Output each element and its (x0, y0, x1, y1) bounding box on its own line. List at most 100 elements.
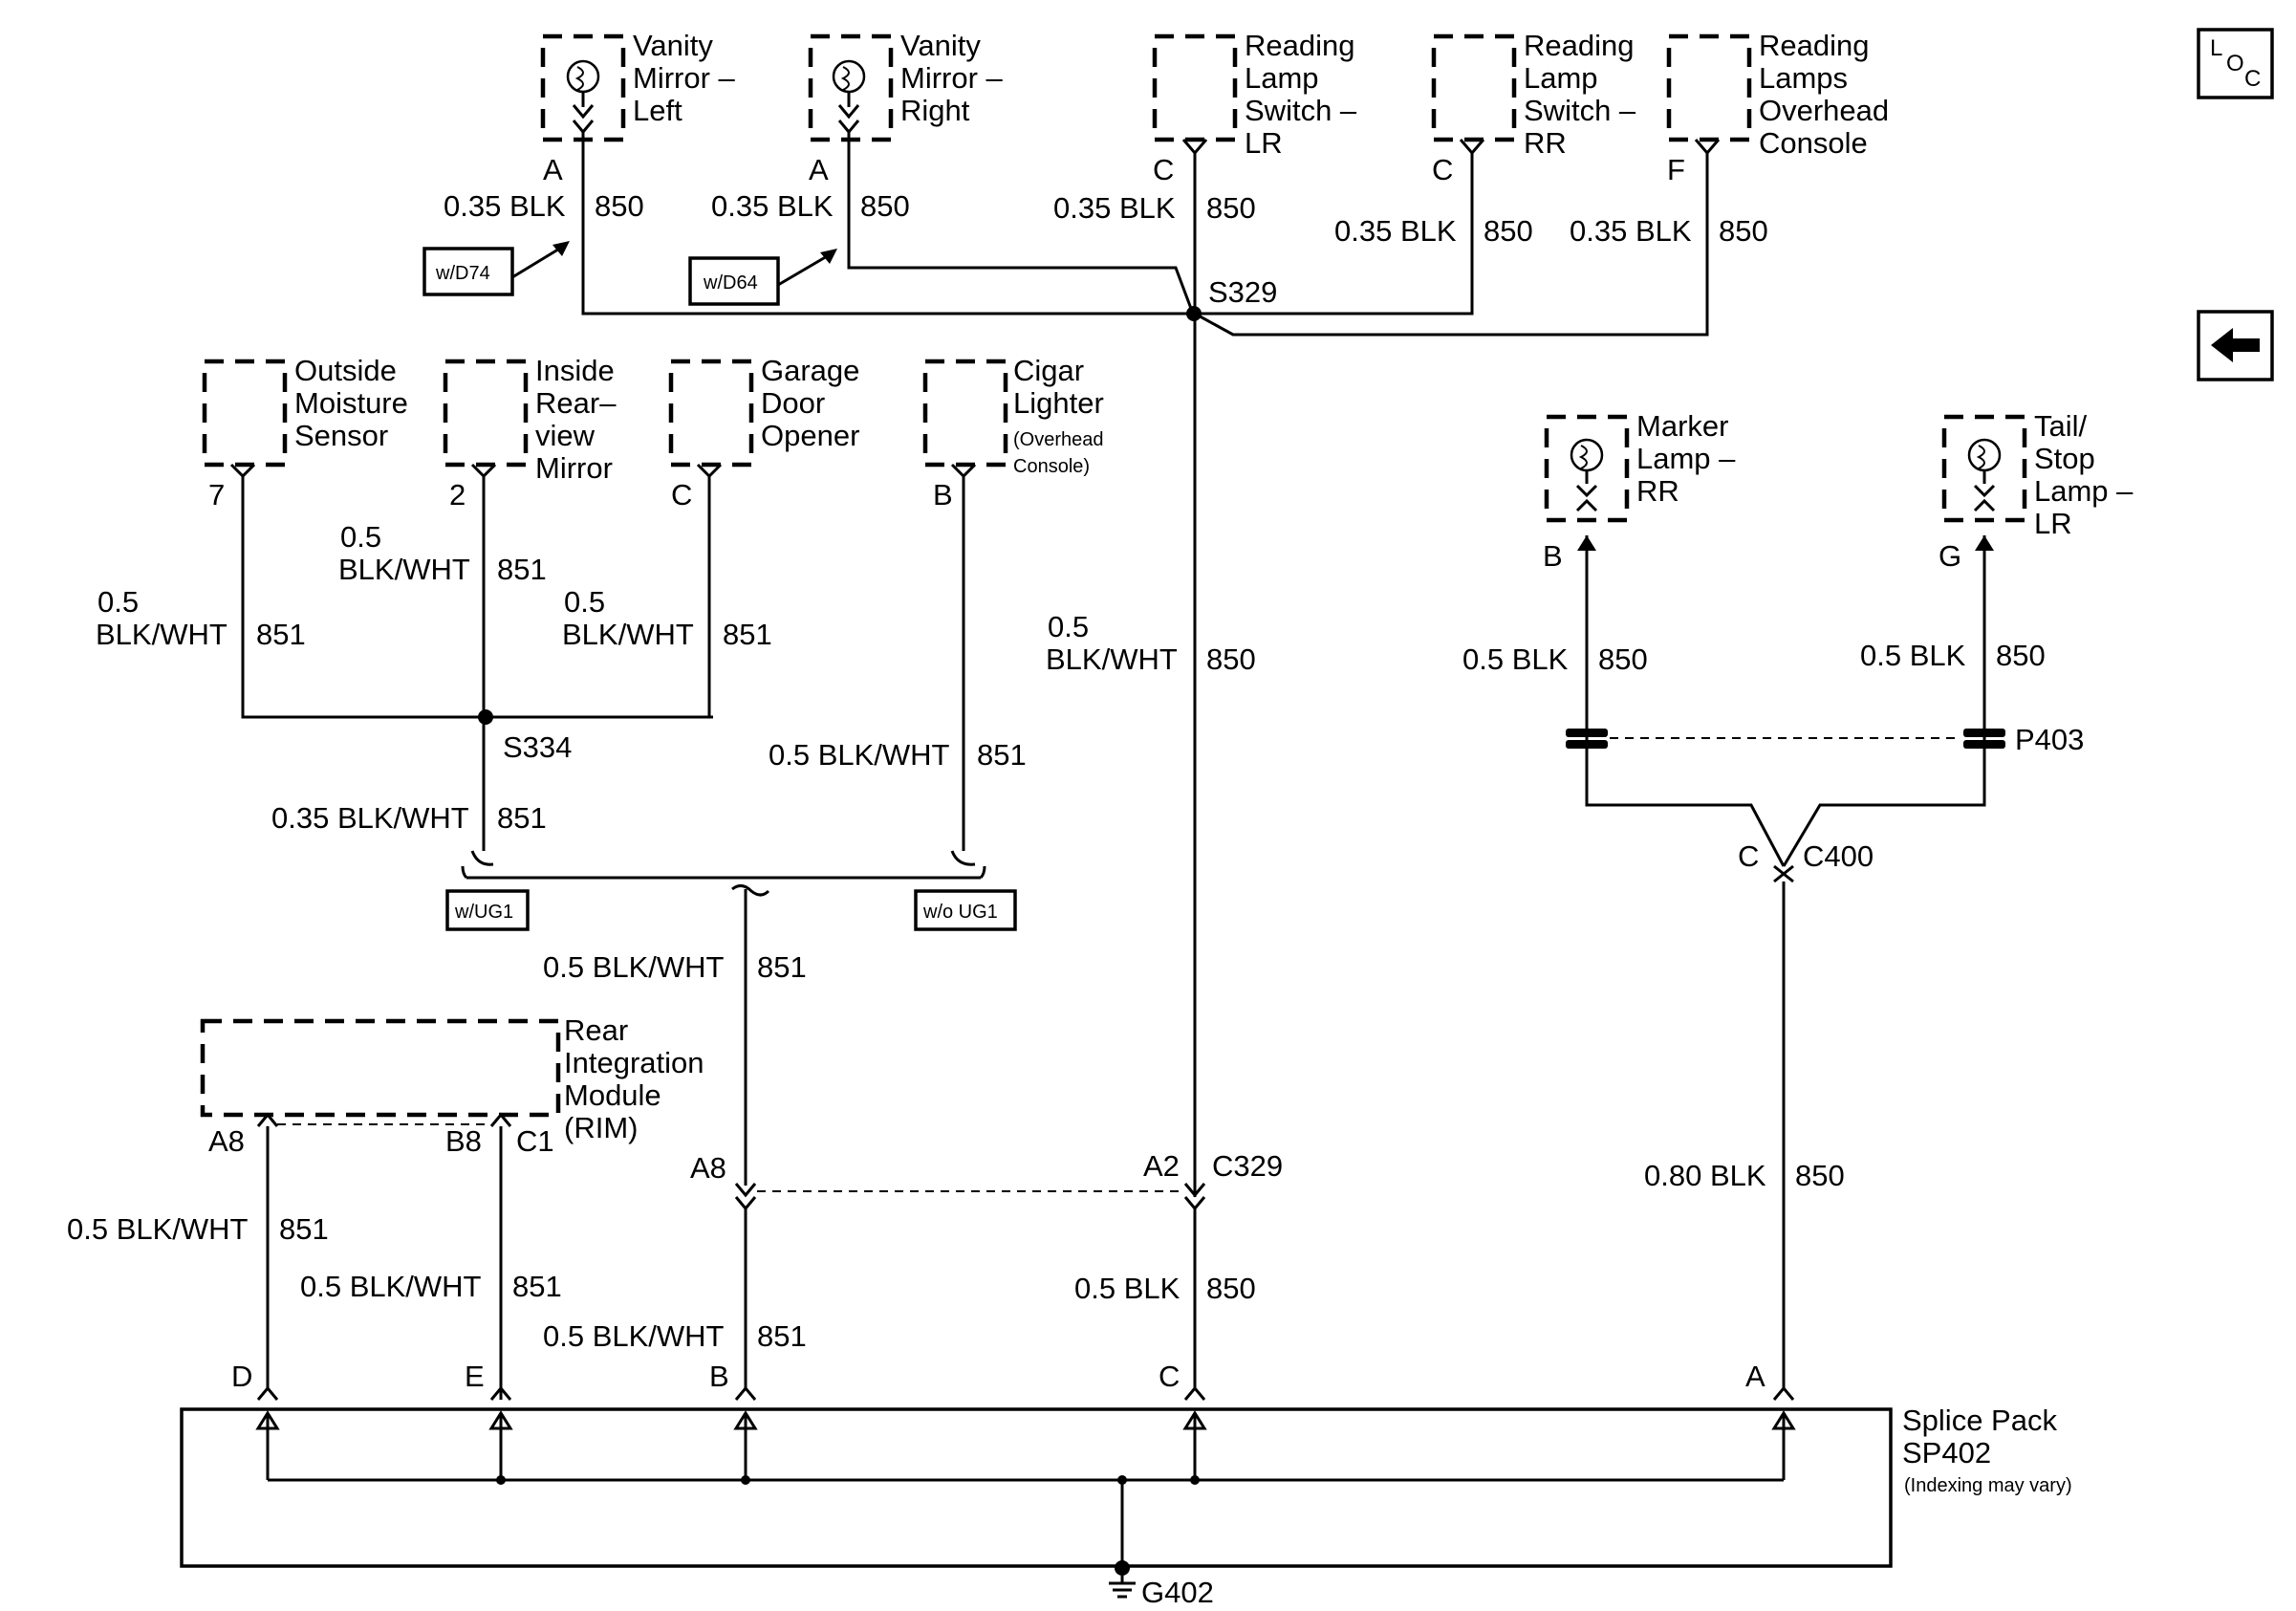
marker-lamp-label-1: Marker (1636, 409, 1728, 443)
wire-vanity-right-circuit: 850 (860, 189, 910, 223)
g402-label: G402 (1141, 1576, 1214, 1609)
wire-vanity-right-gauge: 0.35 BLK (711, 189, 834, 223)
inside-mirror-label-1: Inside (535, 354, 615, 387)
marker-lamp-label-2: Lamp – (1636, 442, 1736, 475)
loc-c: C (2244, 66, 2261, 92)
c329-pin-a8: A8 (690, 1151, 726, 1185)
sp-pin-a: A (1745, 1360, 1765, 1393)
wire-s334-gauge: 0.35 BLK/WHT (271, 801, 469, 835)
loc-o: O (2226, 51, 2244, 76)
wire-vanity-right (847, 132, 1195, 315)
tail-stop-pin: G (1939, 539, 1961, 573)
wire-garage-circuit: 851 (723, 618, 772, 651)
back-button[interactable] (2197, 310, 2274, 381)
vanity-left-label-3: Left (633, 94, 682, 127)
wire-c329-a8-gauge: 0.5 BLK/WHT (543, 1319, 725, 1353)
wire-reading-rr-circuit: 850 (1484, 214, 1533, 248)
vanity-left-pin: A (543, 153, 563, 186)
splice-pack-label-1: Splice Pack (1902, 1404, 2057, 1437)
cigar-lighter: Cigar Lighter (Overhead Console) B (922, 354, 1104, 512)
option-no-ug1-label: w/o UG1 (922, 902, 998, 923)
inside-mirror-label-3: view (535, 419, 596, 452)
reading-lamp-switch-lr: Reading Lamp Switch – LR C (1152, 29, 1357, 186)
reading-lamp-switch-rr: Reading Lamp Switch – RR C (1431, 29, 1636, 186)
garage-door-pin: C (671, 478, 692, 512)
wire-c400-circuit: 850 (1795, 1159, 1845, 1192)
garage-door-label-1: Garage (761, 354, 859, 387)
marker-lamp-rr: Marker Lamp – RR B (1543, 409, 1736, 573)
break-ug1 (470, 850, 494, 866)
wire-marker-gauge: 0.5 BLK (1462, 642, 1569, 676)
marker-lamp-label-3: RR (1636, 474, 1679, 508)
splice-s334-label: S334 (503, 730, 572, 764)
vanity-mirror-right: Vanity Mirror – Right A (808, 29, 1004, 186)
outside-moisture-label-1: Outside (294, 354, 397, 387)
wire-reading-rr (1195, 163, 1474, 316)
reading-overhead-pin: F (1667, 153, 1685, 186)
reading-rr-label-3: Switch – (1524, 94, 1636, 127)
break-merge (731, 884, 770, 897)
vanity-left-label-2: Mirror – (633, 61, 736, 95)
wire-inside-gauge-2: BLK/WHT (338, 553, 470, 586)
vanity-right-pin: A (809, 153, 829, 186)
option-d64: w/D64 (688, 249, 837, 306)
reading-lr-label-2: Lamp (1245, 61, 1319, 95)
p403-connector-right (1963, 729, 2005, 737)
garage-door-opener: Garage Door Opener C (668, 354, 859, 512)
outside-moisture-label-2: Moisture (294, 386, 408, 420)
c400-pin: C (1738, 839, 1759, 873)
wire-reading-overhead (1194, 163, 1709, 337)
reading-lr-label-3: Switch – (1245, 94, 1357, 127)
wire-c400-gauge: 0.80 BLK (1644, 1159, 1766, 1192)
c400-connector (1773, 864, 1794, 883)
sp-pin-b: B (709, 1360, 729, 1393)
wire-inside-gauge-1: 0.5 (340, 520, 381, 554)
reading-overhead-label-2: Lamps (1759, 61, 1848, 95)
tail-stop-label-3: Lamp – (2034, 474, 2134, 508)
wire-reading-lr-circuit: 850 (1206, 191, 1256, 225)
c329-pin-a2: A2 (1143, 1149, 1180, 1183)
wire-rim-c1-gauge: 0.5 BLK/WHT (300, 1270, 482, 1303)
option-d74: w/D74 (422, 241, 570, 296)
wire-merge-gauge: 0.5 BLK/WHT (543, 950, 725, 984)
wire-marker-circuit: 850 (1598, 642, 1648, 676)
garage-door-label-2: Door (761, 386, 825, 420)
option-d64-label: w/D64 (703, 272, 758, 294)
c329-connector: A8 A2 C329 (690, 1149, 1283, 1211)
rim-label-3: Module (564, 1078, 661, 1112)
wire-vanity-left (581, 132, 1193, 316)
splice-s334-dot (478, 709, 493, 725)
wire-c329-a2-gauge: 0.5 BLK (1074, 1272, 1180, 1305)
wire-main-gauge-2: BLK/WHT (1046, 642, 1178, 676)
splice-pack-note: (Indexing may vary) (1904, 1475, 2072, 1496)
inside-mirror-label-4: Mirror (535, 451, 613, 485)
reading-overhead-label-1: Reading (1759, 29, 1869, 62)
rear-integration-module: Rear Integration Module (RIM) A8 B8 C1 (200, 1013, 704, 1158)
option-ug1-label: w/UG1 (454, 902, 513, 923)
vanity-left-label-1: Vanity (633, 29, 713, 62)
inside-rearview-mirror: Inside Rear– view Mirror 2 (443, 354, 617, 512)
rim-pin-a8: A8 (208, 1124, 245, 1158)
tail-stop-label-1: Tail/ (2034, 409, 2088, 443)
left-arrow-icon (2211, 328, 2260, 362)
sp-pin-c: C (1159, 1360, 1180, 1393)
wire-garage-gauge-1: 0.5 (564, 585, 605, 619)
cigar-lighter-pin: B (933, 478, 953, 512)
reading-lr-label-1: Reading (1245, 29, 1354, 62)
reading-rr-label-1: Reading (1524, 29, 1634, 62)
cigar-lighter-sub-1: (Overhead (1013, 429, 1104, 450)
rim-pin-c1: C1 (516, 1124, 554, 1158)
wire-vanity-left-gauge: 0.35 BLK (444, 189, 566, 223)
wire-vanity-left-circuit: 850 (595, 189, 644, 223)
rim-label-2: Integration (564, 1046, 704, 1079)
rim-label-4: (RIM) (564, 1111, 638, 1144)
rim-label-1: Rear (564, 1013, 628, 1047)
reading-lr-pin: C (1153, 153, 1174, 186)
wire-tail-stop (1782, 535, 1986, 867)
reading-overhead-label-3: Overhead (1759, 94, 1889, 127)
loc-button[interactable]: L O C (2197, 28, 2274, 99)
outside-moisture-label-3: Sensor (294, 419, 388, 452)
outside-moisture-sensor: Outside Moisture Sensor 7 (202, 354, 408, 512)
wire-c329-a8-circuit: 851 (757, 1319, 807, 1353)
rim-pin-b8: B8 (445, 1124, 482, 1158)
